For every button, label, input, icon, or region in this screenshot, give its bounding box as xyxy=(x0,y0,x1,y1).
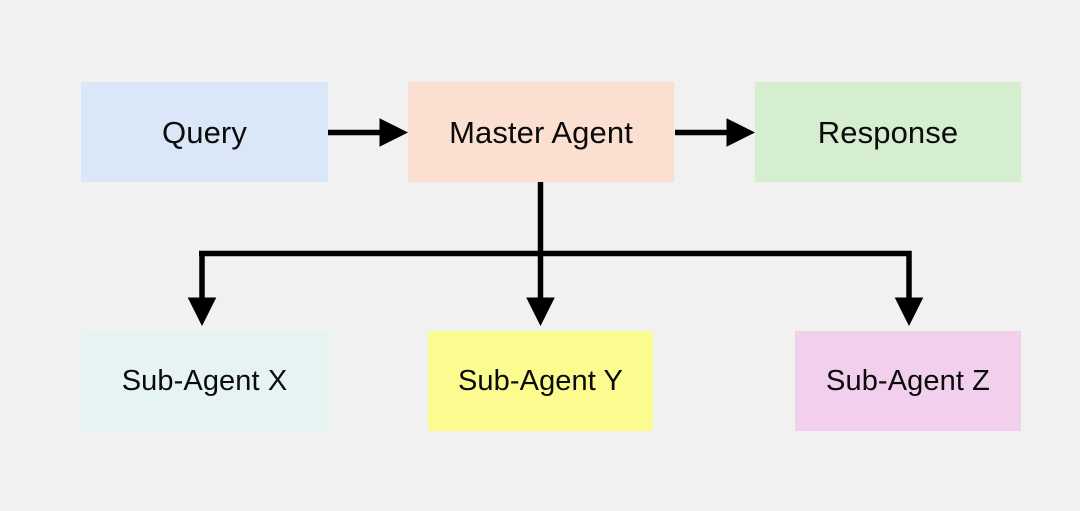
node-sub-agent-z-label: Sub-Agent Z xyxy=(826,364,990,397)
node-sub-agent-z[interactable]: Sub-Agent Z xyxy=(795,331,1021,431)
node-query-label: Query xyxy=(162,114,247,150)
node-sub-agent-y-label: Sub-Agent Y xyxy=(457,364,624,397)
node-query[interactable]: Query xyxy=(81,82,328,182)
node-master-agent[interactable]: Master Agent xyxy=(408,82,674,182)
node-sub-agent-x-label: Sub-Agent X xyxy=(121,364,288,397)
node-sub-agent-x[interactable]: Sub-Agent X xyxy=(81,331,328,431)
node-response-label: Response xyxy=(817,114,959,150)
node-sub-agent-y[interactable]: Sub-Agent Y xyxy=(428,331,653,431)
node-master-agent-label: Master Agent xyxy=(449,114,633,150)
node-response[interactable]: Response xyxy=(755,82,1021,182)
